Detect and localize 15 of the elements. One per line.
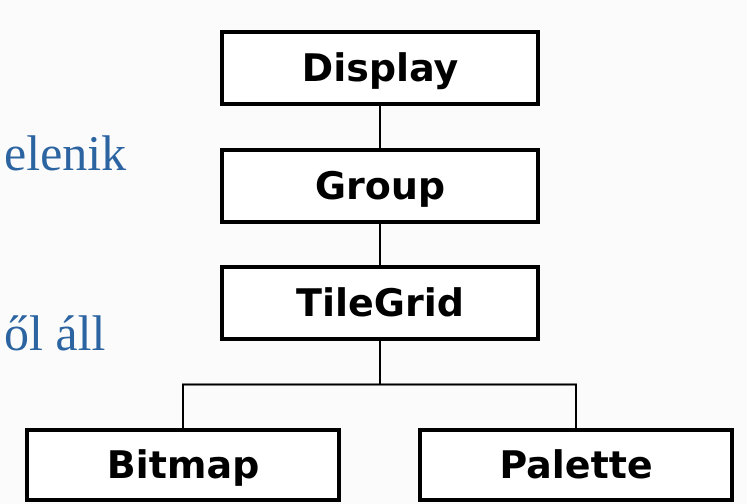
class-box <box>25 428 341 502</box>
class-name: Palette <box>499 446 653 484</box>
connector-line <box>379 224 381 265</box>
class-name: Display <box>302 49 458 87</box>
class-name: Bitmap <box>106 446 260 484</box>
class-name: Group <box>314 167 446 205</box>
class-name: TileGrid <box>296 284 464 322</box>
class-box <box>418 428 734 502</box>
class-box <box>220 30 540 106</box>
connector-line <box>379 341 577 428</box>
class-box <box>220 148 540 224</box>
slide-text: elenik <box>4 128 126 178</box>
slide-text: ől áll <box>4 308 106 358</box>
class-box <box>220 265 540 341</box>
connector-line <box>379 106 381 148</box>
